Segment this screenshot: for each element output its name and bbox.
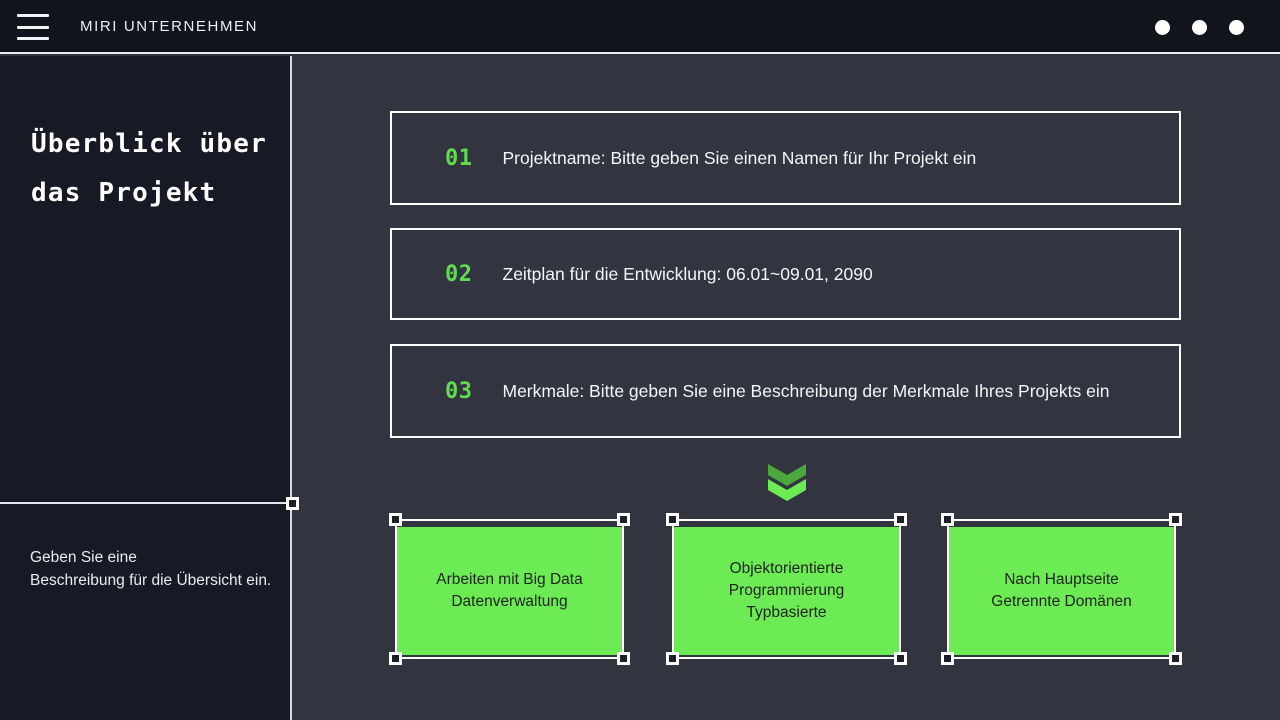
selection-handle[interactable] (941, 513, 954, 526)
slide-canvas: 01 Projektname: Bitte geben Sie einen Na… (294, 56, 1280, 720)
window-dot-maximize-icon[interactable] (1192, 20, 1207, 35)
top-bar: MIRI UNTERNEHMEN (0, 0, 1280, 54)
selection-handle[interactable] (894, 513, 907, 526)
selection-handle[interactable] (1169, 513, 1182, 526)
sidebar-panel[interactable]: Überblick über das Projekt Geben Sie ein… (0, 56, 292, 720)
feature-card[interactable]: Nach Hauptseite Getrennte Domänen (941, 513, 1182, 665)
selection-handle[interactable] (389, 652, 402, 665)
hamburger-bar (17, 37, 49, 40)
info-row-text[interactable]: Merkmale: Bitte geben Sie eine Beschreib… (502, 380, 1110, 401)
info-row-number: 03 (445, 378, 473, 404)
hamburger-bar (17, 14, 49, 17)
selection-handle[interactable] (894, 652, 907, 665)
info-row-number: 02 (445, 261, 473, 287)
selection-handle[interactable] (617, 652, 630, 665)
card-text: Arbeiten mit Big Data Datenverwaltung (436, 571, 583, 610)
card-body[interactable]: Arbeiten mit Big Data Datenverwaltung (397, 527, 622, 655)
sidebar-description[interactable]: Geben Sie eine Beschreibung für die Über… (30, 549, 272, 589)
info-row[interactable]: 02 Zeitplan für die Entwicklung: 06.01~0… (390, 228, 1181, 320)
card-body[interactable]: Objektorientierte Programmierung Typbasi… (674, 527, 899, 655)
selection-handle[interactable] (617, 513, 630, 526)
info-row[interactable]: 01 Projektname: Bitte geben Sie einen Na… (390, 111, 1181, 205)
window-controls (1155, 20, 1244, 35)
selection-handle[interactable] (666, 513, 679, 526)
info-row[interactable]: 03 Merkmale: Bitte geben Sie eine Beschr… (390, 344, 1181, 438)
sidebar-title[interactable]: Überblick über das Projekt (31, 129, 267, 208)
selection-handle[interactable] (666, 652, 679, 665)
window-dot-close-icon[interactable] (1229, 20, 1244, 35)
selection-handle[interactable] (286, 497, 299, 510)
double-chevron-down-icon (766, 462, 808, 504)
card-text: Objektorientierte Programmierung Typbasi… (728, 560, 845, 621)
selection-handle[interactable] (389, 513, 402, 526)
feature-card[interactable]: Arbeiten mit Big Data Datenverwaltung (389, 513, 630, 665)
feature-card[interactable]: Objektorientierte Programmierung Typbasi… (666, 513, 907, 665)
sidebar-divider (0, 502, 292, 504)
hamburger-bar (17, 25, 49, 29)
card-selection-outline (672, 519, 901, 659)
selection-handle[interactable] (941, 652, 954, 665)
selection-handle[interactable] (1169, 652, 1182, 665)
info-row-text[interactable]: Projektname: Bitte geben Sie einen Namen… (502, 147, 977, 168)
card-body[interactable]: Nach Hauptseite Getrennte Domänen (949, 527, 1174, 655)
card-selection-outline (395, 519, 624, 659)
app-title: MIRI UNTERNEHMEN (80, 18, 259, 35)
card-text: Nach Hauptseite Getrennte Domänen (991, 571, 1132, 610)
window-dot-minimize-icon[interactable] (1155, 20, 1170, 35)
info-row-text[interactable]: Zeitplan für die Entwicklung: 06.01~09.0… (502, 263, 873, 284)
card-selection-outline (947, 519, 1176, 659)
info-row-number: 01 (445, 145, 473, 171)
hamburger-menu-icon[interactable] (17, 14, 49, 40)
